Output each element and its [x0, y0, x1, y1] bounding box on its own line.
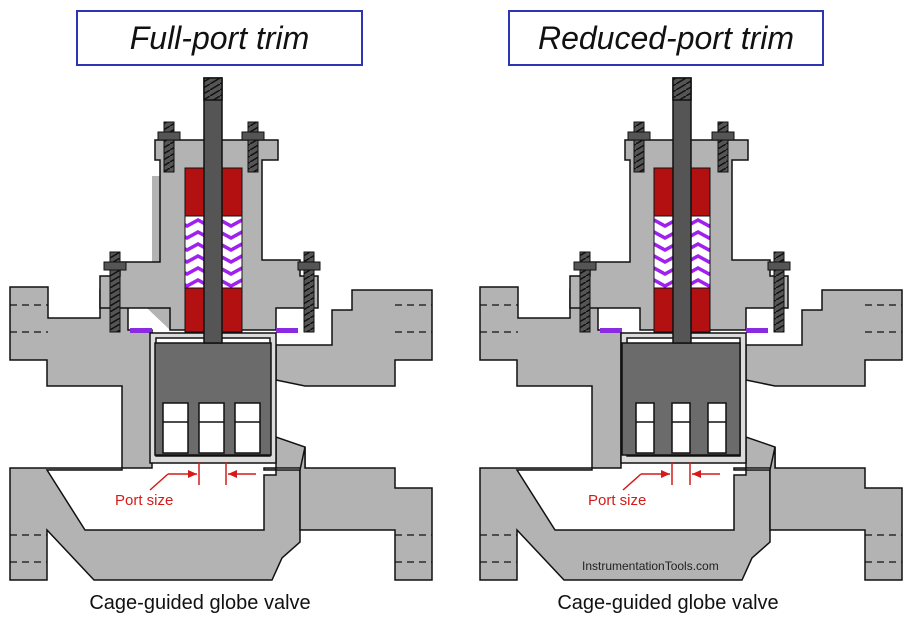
diagram-caption: Cage-guided globe valve	[89, 592, 311, 614]
diagram-caption: Cage-guided globe valve	[557, 592, 779, 614]
port-size-dimension	[622, 462, 720, 491]
valve-plug	[621, 342, 741, 456]
bonnet-bolts	[573, 121, 791, 333]
gaskets	[600, 328, 768, 333]
packing-set	[184, 167, 243, 333]
diagram-title: Full-port trim	[129, 19, 310, 56]
diagram-title-box: Reduced-port trim	[508, 10, 824, 66]
port-size-dimension	[149, 462, 256, 491]
diagram-title-box: Full-port trim	[76, 10, 363, 66]
valve-stem	[672, 77, 692, 344]
valve-illustration	[9, 77, 433, 581]
valve-illustration	[479, 77, 903, 581]
full-port-diagram: Full-port trim	[9, 10, 433, 614]
flange-bolt-holes	[10, 304, 432, 563]
valve-stem	[203, 77, 223, 344]
diagram-title: Reduced-port trim	[537, 19, 795, 56]
bonnet-bolts	[103, 121, 321, 333]
valve-plug	[154, 342, 272, 456]
port-size-label: Port size	[588, 492, 647, 509]
port-size-label: Port size	[115, 492, 174, 509]
flange-bolt-holes	[480, 304, 902, 563]
gaskets	[130, 328, 298, 333]
watermark-text: InstrumentationTools.com	[582, 559, 719, 573]
reduced-port-diagram: Reduced-port trim	[456, 0, 912, 627]
